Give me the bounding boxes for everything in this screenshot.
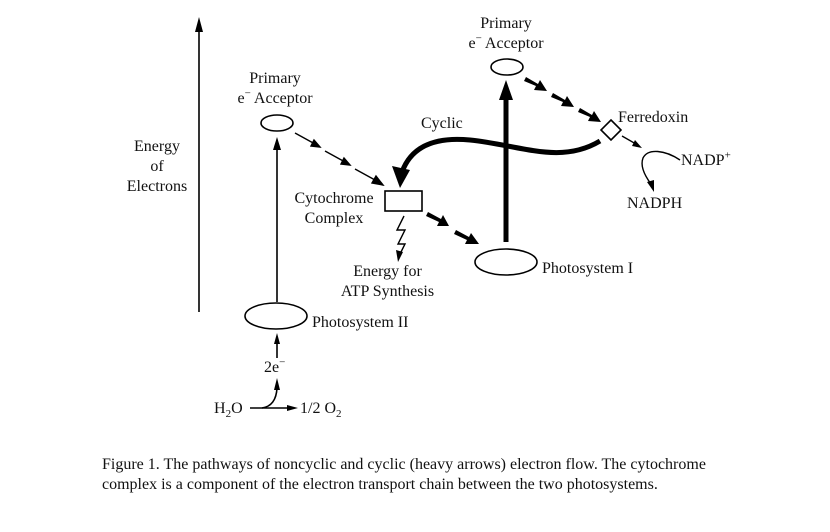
- water-split-arrows: [250, 378, 298, 411]
- water-subscript: 2: [225, 408, 232, 421]
- nadph-label: NADPH: [627, 195, 683, 212]
- electron-charge: −: [244, 87, 251, 100]
- atp-line-1: Energy for: [353, 263, 422, 280]
- electron-arrow-to-ps2: [274, 333, 280, 358]
- atp-line-2: ATP Synthesis: [340, 283, 435, 300]
- acceptor-word: Acceptor: [484, 35, 544, 52]
- nadp-label: NADP+: [681, 149, 731, 171]
- water-label: H2O: [214, 399, 243, 421]
- electron-charge: −: [475, 32, 482, 45]
- photosystem-2-ellipse: [244, 302, 308, 330]
- two-electrons-label: 2e−: [264, 356, 286, 378]
- ferredoxin-label: Ferredoxin: [618, 109, 689, 126]
- cytochrome-line-2: Complex: [304, 210, 364, 227]
- electron-symbol: e: [468, 35, 476, 52]
- ps1-acceptor-label: Primary e− Acceptor: [446, 14, 566, 54]
- oxygen-text: 1/2 O: [300, 400, 336, 417]
- ps1-excitation-heavy-arrow: [499, 80, 513, 242]
- cytochrome-complex-box: [384, 190, 423, 212]
- energy-axis-arrow: [195, 17, 203, 312]
- atp-synthesis-label: Energy for ATP Synthesis: [325, 262, 450, 302]
- axis-label-line-2: of: [150, 158, 164, 175]
- nadp-reduction-arrow: [641, 150, 681, 192]
- water-h: H: [214, 400, 226, 417]
- water-o: O: [231, 400, 243, 417]
- photosystem-1-label: Photosystem I: [542, 260, 634, 277]
- atp-energy-lightning-arrow: [395, 215, 407, 262]
- nadp-text: NADP: [681, 152, 725, 169]
- figure-caption: Figure 1. The pathways of noncyclic and …: [102, 456, 706, 493]
- acceptor-word: Acceptor: [253, 90, 313, 107]
- photosystem-2-label: Photosystem II: [312, 314, 409, 331]
- ps1-acceptor-line-2: e− Acceptor: [446, 32, 566, 54]
- dashed-arrow-acceptor-to-ferredoxin: [524, 77, 601, 122]
- dashed-arrow-acceptor-to-cytochrome: [294, 132, 385, 187]
- ps2-acceptor-label: Primary e− Acceptor: [215, 69, 335, 109]
- two-electrons-text: 2e: [264, 359, 280, 376]
- ps2-excitation-arrow: [273, 137, 281, 302]
- ps1-acceptor-line-1: Primary: [480, 15, 532, 32]
- ps2-acceptor-line-1: Primary: [249, 70, 301, 87]
- cyclic-heavy-arrow: [392, 136, 602, 188]
- oxygen-subscript: 2: [336, 408, 342, 421]
- axis-label-line-3: Electrons: [126, 178, 188, 195]
- ps1-primary-acceptor: [490, 58, 524, 76]
- cytochrome-line-1: Cytochrome: [294, 190, 374, 207]
- dashed-arrow-cytochrome-to-ps1: [426, 212, 479, 244]
- axis-label-line-1: Energy: [134, 138, 180, 155]
- oxygen-label: 1/2 O2: [300, 399, 342, 421]
- two-electrons-charge: −: [279, 356, 286, 369]
- energy-axis-label: Energy of Electrons: [118, 137, 196, 197]
- cytochrome-label: Cytochrome Complex: [284, 189, 384, 229]
- ps2-primary-acceptor: [260, 114, 294, 132]
- electron-symbol: e: [237, 90, 245, 107]
- ferredoxin-to-nadp-arrow: [621, 135, 642, 148]
- cyclic-label: Cyclic: [421, 115, 463, 132]
- photosystem-1-ellipse: [474, 248, 538, 276]
- nadp-charge: +: [724, 149, 731, 162]
- ferredoxin-diamond: [599, 118, 623, 142]
- ps2-acceptor-line-2: e− Acceptor: [215, 87, 335, 109]
